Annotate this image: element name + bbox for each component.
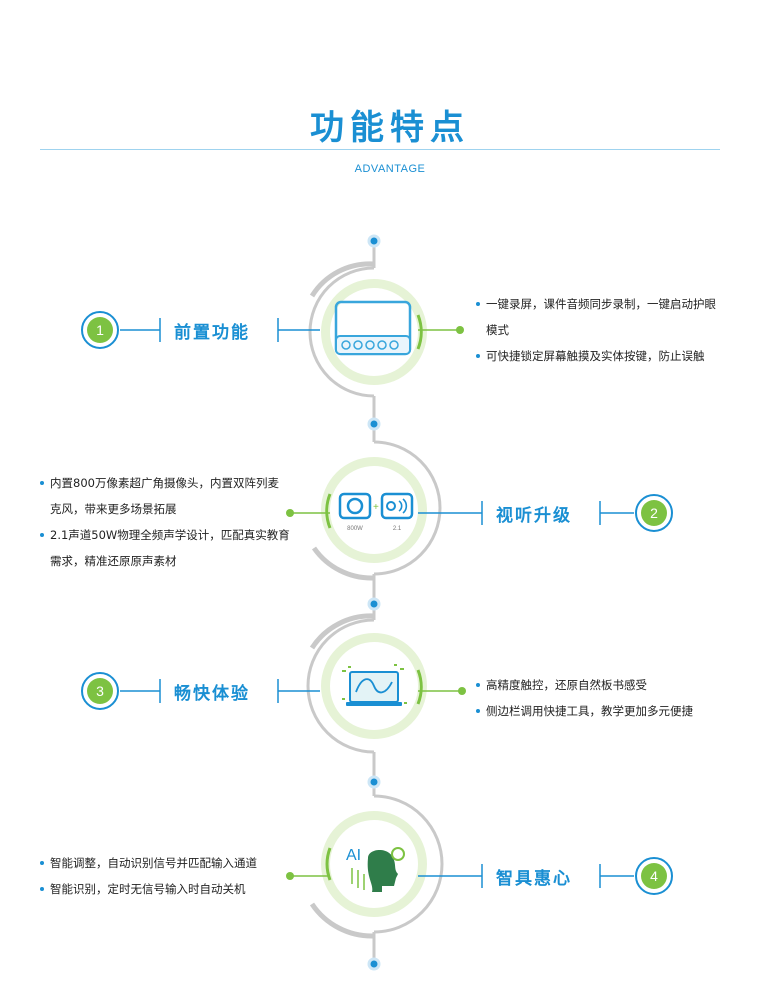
bullet-1-1: 一键录屏，课件音频同步录制，一键启动护眼模式 bbox=[476, 291, 726, 343]
timeline-dots bbox=[367, 234, 381, 971]
camera-label: 800W bbox=[347, 526, 363, 532]
connector-4 bbox=[290, 864, 634, 888]
connector-1 bbox=[120, 318, 460, 342]
feature-title-1: 前置功能 bbox=[174, 323, 250, 343]
feature-title-2: 视听升级 bbox=[496, 506, 572, 526]
node-2 bbox=[311, 440, 442, 581]
title-divider bbox=[40, 149, 720, 150]
number-2: 2 bbox=[650, 505, 658, 521]
feature-desc-2: 内置800万像素超广角摄像头，内置双阵列麦克风，带来更多场景拓展 2.1声道50… bbox=[40, 470, 290, 574]
bullet-3-2: 侧边栏调用快捷工具，教学更加多元便捷 bbox=[476, 698, 736, 724]
front-panel-icon bbox=[334, 300, 412, 356]
connector-2 bbox=[290, 501, 634, 525]
number-badge-1: 1 bbox=[81, 311, 119, 349]
feature-title-4: 智具惠心 bbox=[496, 869, 572, 889]
connector-3 bbox=[120, 679, 462, 703]
number-badge-4: 4 bbox=[635, 857, 673, 895]
ai-label: AI bbox=[346, 847, 361, 864]
ai-head-icon: AI bbox=[346, 847, 405, 892]
bullet-2-2: 2.1声道50W物理全频声学设计，匹配真实教育需求，精准还原原声素材 bbox=[40, 522, 290, 574]
camera-mic-icon: + 800W 2.1 bbox=[338, 492, 414, 532]
svg-text:+: + bbox=[373, 502, 379, 513]
bullet-1-2: 可快捷锁定屏幕触摸及实体按键，防止误触 bbox=[476, 343, 726, 369]
page-title: 功能特点 bbox=[310, 108, 470, 148]
page-subtitle: ADVANTAGE bbox=[354, 163, 426, 175]
number-badge-2: 2 bbox=[635, 494, 673, 532]
speaker-label: 2.1 bbox=[393, 526, 402, 532]
touch-board-icon bbox=[342, 664, 407, 706]
number-1: 1 bbox=[96, 322, 104, 338]
feature-desc-3: 高精度触控，还原自然板书感受 侧边栏调用快捷工具，教学更加多元便捷 bbox=[476, 672, 736, 724]
number-4: 4 bbox=[650, 868, 658, 884]
number-3: 3 bbox=[96, 683, 104, 699]
feature-desc-4: 智能调整，自动识别信号并匹配输入通道 智能识别，定时无信号输入时自动关机 bbox=[40, 850, 290, 902]
feature-desc-1: 一键录屏，课件音频同步录制，一键启动护眼模式 可快捷锁定屏幕触摸及实体按键，防止… bbox=[476, 291, 726, 369]
bullet-3-1: 高精度触控，还原自然板书感受 bbox=[476, 672, 736, 698]
bullet-4-1: 智能调整，自动识别信号并匹配输入通道 bbox=[40, 850, 290, 876]
feature-title-3: 畅快体验 bbox=[174, 684, 250, 704]
bullet-4-2: 智能识别，定时无信号输入时自动关机 bbox=[40, 876, 290, 902]
bullet-2-1: 内置800万像素超广角摄像头，内置双阵列麦克风，带来更多场景拓展 bbox=[40, 470, 290, 522]
number-badge-3: 3 bbox=[81, 672, 119, 710]
